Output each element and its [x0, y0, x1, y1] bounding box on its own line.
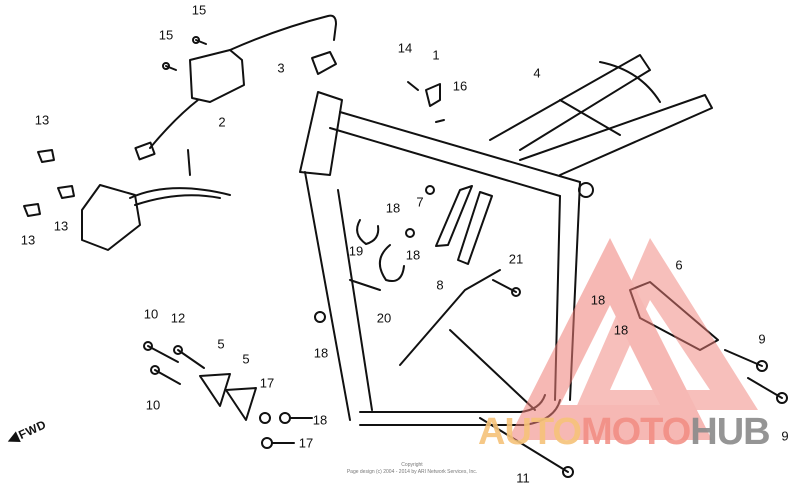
callout-11: 11 — [516, 470, 530, 486]
callout-18a: 18 — [385, 200, 401, 216]
callout-2: 2 — [218, 114, 226, 130]
callout-14: 14 — [397, 40, 413, 56]
callout-8: 8 — [436, 277, 444, 293]
callout-9a: 9 — [758, 331, 766, 347]
callout-18f: 18 — [613, 322, 629, 338]
callout-5a: 5 — [217, 336, 225, 352]
callout-12: 12 — [170, 310, 186, 326]
callout-10b: 10 — [145, 397, 161, 413]
callout-13c: 13 — [20, 232, 36, 248]
watermark-moto: MOTO — [580, 411, 691, 453]
callout-9b: 9 — [781, 428, 789, 444]
watermark-brand: AUTOMOTOHUB — [478, 411, 771, 453]
callout-21: 21 — [508, 251, 524, 267]
callout-19: 19 — [348, 243, 364, 259]
callout-4: 4 — [533, 65, 541, 81]
plug-cap-part — [311, 51, 337, 75]
callout-16: 16 — [452, 78, 468, 94]
callout-5b: 5 — [242, 351, 250, 367]
callout-17b: 17 — [298, 435, 314, 451]
callout-7: 7 — [416, 194, 424, 210]
callout-13b: 13 — [53, 218, 69, 234]
callout-15a: 15 — [191, 2, 207, 18]
ignition-coil-part — [134, 14, 337, 161]
callout-15b: 15 — [158, 27, 174, 43]
callout-18e: 18 — [590, 292, 606, 308]
callout-3: 3 — [277, 60, 285, 76]
copyright-notice: Copyright Page design (c) 2004 - 2014 by… — [347, 462, 477, 475]
callout-20: 20 — [376, 310, 392, 326]
callout-6: 6 — [675, 257, 683, 273]
callout-18b: 18 — [405, 247, 421, 263]
callout-17a: 17 — [259, 375, 275, 391]
copyright-text: Page design (c) 2004 - 2014 by ARI Netwo… — [346, 468, 478, 475]
callout-1: 1 — [432, 47, 440, 63]
copyright-title: Copyright — [401, 462, 423, 468]
callout-18d: 18 — [312, 412, 328, 428]
callout-10a: 10 — [143, 306, 159, 322]
watermark-hub: HUB — [690, 411, 770, 453]
cdi-unit-part — [81, 149, 231, 251]
callout-13a: 13 — [34, 112, 50, 128]
rear-subframe-part — [489, 54, 713, 198]
main-frame-part — [299, 91, 581, 426]
watermark-logo-icon — [508, 238, 758, 440]
watermark-auto: AUTO — [478, 411, 582, 453]
callout-18c: 18 — [313, 345, 329, 361]
